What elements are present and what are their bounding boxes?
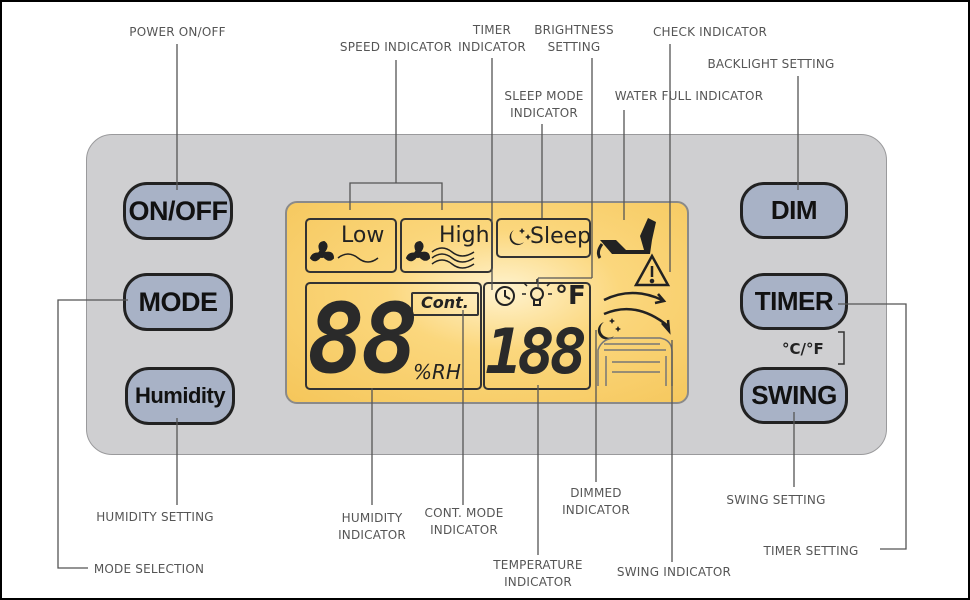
speed-indicator-label: SPEED INDICATOR (339, 40, 453, 54)
low-speed-label: Low (341, 223, 385, 248)
unit-bracket (838, 331, 845, 365)
mode-button[interactable]: MODE (123, 273, 233, 331)
low-speed-box (305, 218, 397, 273)
swing-indicator-label: SWING INDICATOR (616, 565, 732, 579)
humidity-button[interactable]: Humidity (125, 367, 235, 425)
swing-setting-label: SWING SETTING (726, 493, 826, 507)
clock-icon (495, 286, 515, 306)
leader-lines (57, 44, 907, 569)
sleep-box (496, 218, 591, 258)
humidity-setting-label: HUMIDITY SETTING (96, 510, 214, 524)
temperature-digits: 188 (485, 315, 587, 388)
dimmed-moon-icon (597, 322, 614, 340)
moon-stars-icon (509, 230, 524, 246)
fan-icon (309, 240, 335, 262)
water-full-label: WATER FULL INDICATOR (614, 89, 764, 103)
water-full-icon (596, 218, 656, 259)
lcd-display: Low High Sleep Cont. 88 %RH 188 °F (285, 201, 689, 404)
dehumidifier-unit-icon (597, 337, 673, 386)
unit-toggle-label: °C/°F (782, 340, 824, 358)
timer-setting-label: TIMER SETTING (763, 544, 859, 558)
dim-button[interactable]: DIM (740, 182, 848, 239)
swing-arrows-icon (603, 291, 671, 335)
power-label: POWER ON/OFF (129, 25, 226, 39)
mode-selection-label: MODE SELECTION (93, 562, 205, 576)
on-off-button[interactable]: ON/OFF (123, 182, 233, 240)
humidity-digits: 88 (307, 283, 419, 395)
temperature-unit: °F (555, 281, 586, 311)
breeze-wave-low (337, 253, 379, 263)
check-warning-icon (633, 253, 671, 287)
timer-button[interactable]: TIMER (740, 273, 848, 330)
fan-icon (405, 240, 431, 262)
brightness-bulb-icon (522, 279, 552, 306)
high-speed-label: High (439, 223, 490, 248)
cont-mode-label: Cont. (421, 293, 469, 312)
sleep-label: Sleep (530, 224, 592, 249)
breeze-wave-high (431, 247, 475, 269)
humidity-box (305, 282, 482, 390)
rh-unit: %RH (413, 360, 461, 384)
backlight-setting-label: BACKLIGHT SETTING (707, 57, 835, 71)
check-indicator-label: CHECK INDICATOR (652, 25, 768, 39)
cont-mode-box (411, 292, 479, 316)
